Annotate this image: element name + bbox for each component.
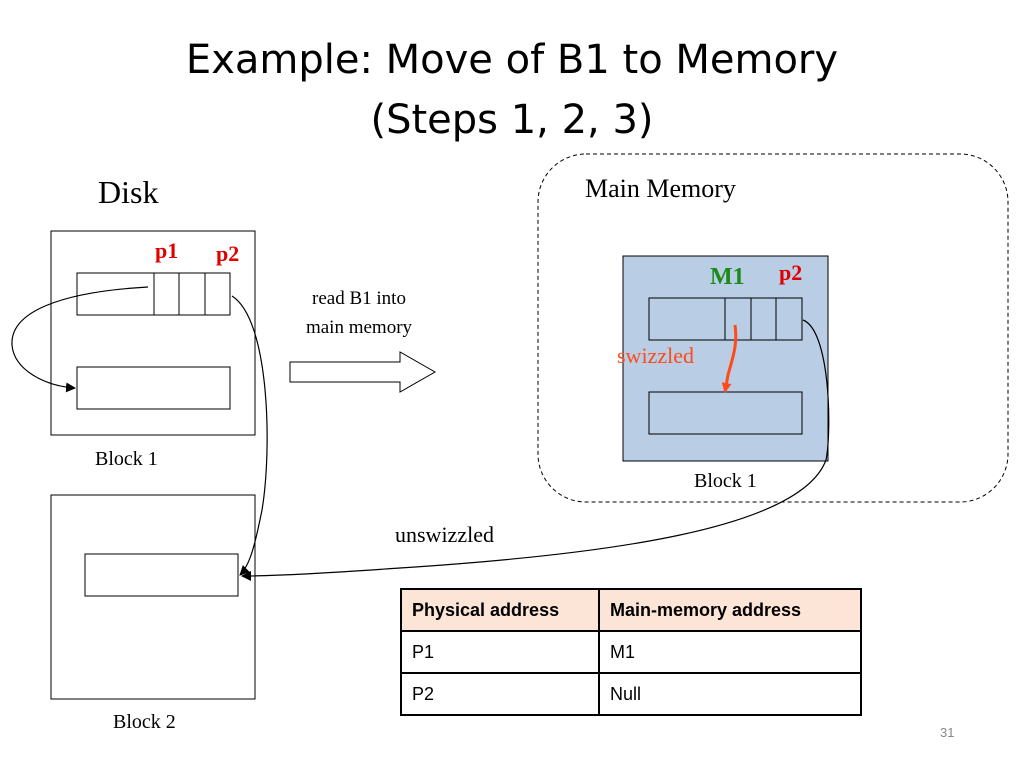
slide-title-line1: Example: Move of B1 to Memory	[185, 37, 839, 83]
disk-block1-record2	[76, 366, 231, 410]
m1-label: M1	[710, 264, 745, 290]
table-cell: P1	[400, 630, 600, 674]
table-cell: Null	[598, 672, 862, 716]
slide-title-line2: (Steps 1, 2, 3)	[370, 97, 654, 143]
transfer-text-line2: main memory	[305, 317, 413, 338]
disk-label: Disk	[98, 174, 159, 210]
table-row: P2 Null	[400, 672, 862, 716]
column-header-physical: Physical address	[400, 588, 600, 632]
swizzled-arrow	[721, 324, 738, 393]
table-row: P1 M1	[400, 630, 862, 674]
disk-block2-label: Block 2	[113, 711, 176, 733]
memory-p2-label: p2	[779, 260, 803, 285]
unswizzled-label: unswizzled	[395, 522, 494, 547]
disk-block1-label: Block 1	[95, 448, 158, 470]
main-memory-label: Main Memory	[585, 174, 736, 203]
slide-number: 31	[940, 725, 955, 740]
p2-label: p2	[216, 241, 240, 266]
p2-pointer-arrow	[231, 295, 268, 576]
transfer-arrow-icon	[289, 351, 437, 393]
transfer-text-line1: read B1 into	[312, 288, 406, 309]
p1-label: p1	[155, 238, 179, 263]
p1-pointer-arrow	[11, 286, 149, 393]
swizzled-label: swizzled	[617, 343, 694, 368]
memory-block1-label: Block 1	[694, 470, 757, 492]
unswizzled-arrow	[241, 319, 830, 581]
table-cell: P2	[400, 672, 600, 716]
memory-block1	[622, 255, 829, 462]
table-header-row: Physical address Main-memory address	[400, 588, 862, 632]
main-memory-region	[537, 153, 1009, 503]
disk-block2-record	[84, 553, 239, 597]
table-cell: M1	[598, 630, 862, 674]
address-translation-table: Physical address Main-memory address P1 …	[400, 588, 862, 716]
column-header-main-memory: Main-memory address	[598, 588, 862, 632]
disk-block2	[50, 494, 256, 700]
